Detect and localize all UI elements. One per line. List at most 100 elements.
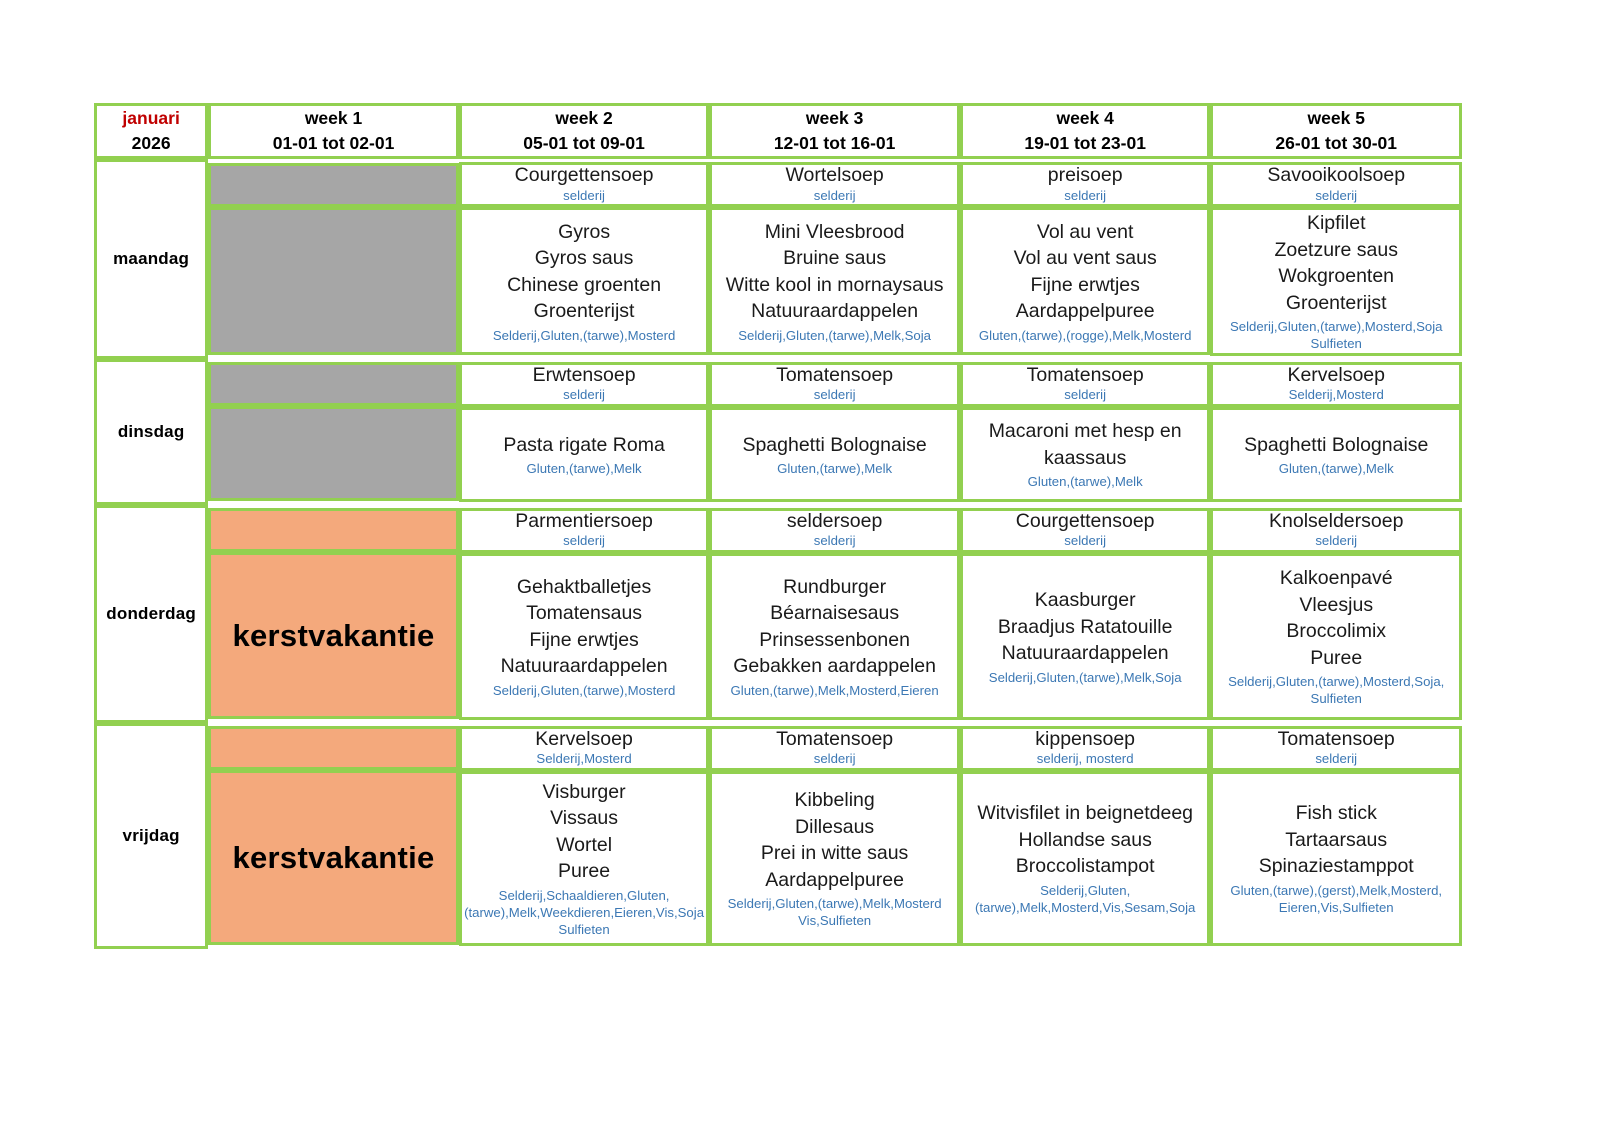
soup-allergens: selderij, mosterd [1036, 751, 1134, 767]
soup-name: seldersoep [786, 509, 883, 532]
dish-item: Fijne erwtjes [529, 628, 639, 651]
soup-name: Kervelsoep [1287, 363, 1385, 386]
dish-item: Aardappelpuree [765, 868, 904, 891]
main-allergens: Selderij,Gluten,(tarwe),Melk,Soja [988, 669, 1182, 685]
dish-item: Spinaziestamppot [1258, 855, 1414, 878]
soup-allergens: selderij [813, 387, 856, 403]
soup-name: preisoep [1047, 164, 1123, 187]
week-range: 19-01 tot 23-01 [1024, 132, 1146, 153]
week-range: 05-01 tot 09-01 [523, 132, 645, 153]
dish-item: Aardappelpuree [1015, 300, 1155, 323]
header-week-3: week 3 12-01 tot 16-01 [709, 103, 960, 159]
soup-name: Wortelsoep [785, 164, 884, 187]
day-label-maandag: maandag [94, 158, 209, 359]
soup-name: Savooikoolsoep [1267, 163, 1406, 186]
dish-item: Rundburger [783, 575, 887, 598]
dish-item: Kaasburger [1034, 588, 1136, 611]
soup-allergens: selderij [1315, 533, 1358, 549]
day-label-text: maandag [113, 248, 190, 268]
main-allergens: Gluten,(tarwe),(rogge),Melk,Mosterd [978, 327, 1192, 343]
dish-item: Groenterijst [533, 300, 635, 323]
soup-name: kippensoep [1035, 727, 1136, 750]
week-label: week 3 [805, 108, 864, 128]
week-range: 01-01 tot 02-01 [272, 132, 395, 153]
menu-cell-donderdag-week1: kerstvakantie [208, 504, 459, 723]
main-allergens: Selderij,Gluten,(tarwe),Melk,Soja [738, 327, 931, 343]
soup-name: Courgettensoep [514, 164, 654, 187]
dish-item: Gyros saus [534, 247, 634, 270]
dish-item: Natuuraardappelen [500, 655, 668, 678]
soup-allergens: Selderij,Mosterd [1288, 387, 1384, 403]
dish-item: Macaroni met hesp en kaassaus [988, 420, 1182, 469]
week-range: 12-01 tot 16-01 [773, 132, 896, 153]
dish-list: Spaghetti Bolognaise [712, 432, 957, 459]
dish-item: Gyros [558, 220, 611, 243]
dish-item: Chinese groenten [507, 273, 662, 296]
dish-item: Kalkoenpavé [1279, 567, 1393, 590]
soup-subcell [208, 508, 459, 553]
day-label-text: vrijdag [122, 825, 180, 845]
holiday-subcell: kerstvakantie [208, 552, 459, 720]
dish-item: Tartaarsaus [1285, 828, 1388, 851]
header-month-cell: januari 2026 [94, 103, 209, 159]
day-label-vrijdag: vrijdag [94, 722, 209, 949]
day-label-text: donderdag [106, 603, 196, 623]
dish-item: Natuuraardappelen [1001, 642, 1169, 665]
dish-list: Macaroni met hesp en kaassaus [963, 418, 1208, 471]
dish-item: Vleesjus [1299, 593, 1374, 616]
soup-allergens: selderij [813, 751, 856, 767]
dish-item: Witte kool in mornaysaus [725, 273, 944, 296]
dish-item: Witvisfilet in beignetdeeg [977, 802, 1194, 825]
main-allergens: Gluten,(tarwe),Melk [777, 461, 893, 477]
menu-cell-vrijdag-week1: kerstvakantie [208, 722, 459, 949]
dish-item: Spaghetti Bolognaise [1244, 433, 1429, 456]
week-label: week 1 [304, 108, 363, 128]
week-range: 26-01 tot 30-01 [1275, 132, 1398, 153]
soup-allergens: selderij [813, 187, 856, 203]
holiday-label: kerstvakantie [232, 839, 435, 875]
blocked-subcell [208, 206, 459, 355]
dish-item: Zoetzure saus [1274, 238, 1398, 261]
dish-item: Prinsessenbonen [759, 628, 910, 651]
dish-item: Hollandse saus [1018, 828, 1152, 851]
dish-item: Gebakken aardappelen [733, 655, 936, 678]
dish-item: Spaghetti Bolognaise [742, 433, 927, 456]
dish-item: Wokgroenten [1278, 265, 1395, 288]
soup-allergens: selderij [813, 533, 856, 549]
main-allergens: Selderij,Schaaldieren,Gluten,(tarwe),Mel… [464, 887, 705, 937]
menu-table: januari 2026 week 1 01-01 tot 02-01 week… [94, 103, 1462, 949]
dish-item: Pasta rigate Roma [503, 433, 665, 456]
header-week-5: week 5 26-01 tot 30-01 [1210, 103, 1462, 159]
dish-item: Tomatensaus [526, 602, 643, 625]
soup-name: Knolseldersoep [1269, 509, 1404, 532]
dish-item: Dillesaus [795, 815, 875, 838]
main-allergens: Selderij,Gluten,(tarwe),Melk,Mosterd,Vis… [974, 882, 1196, 916]
